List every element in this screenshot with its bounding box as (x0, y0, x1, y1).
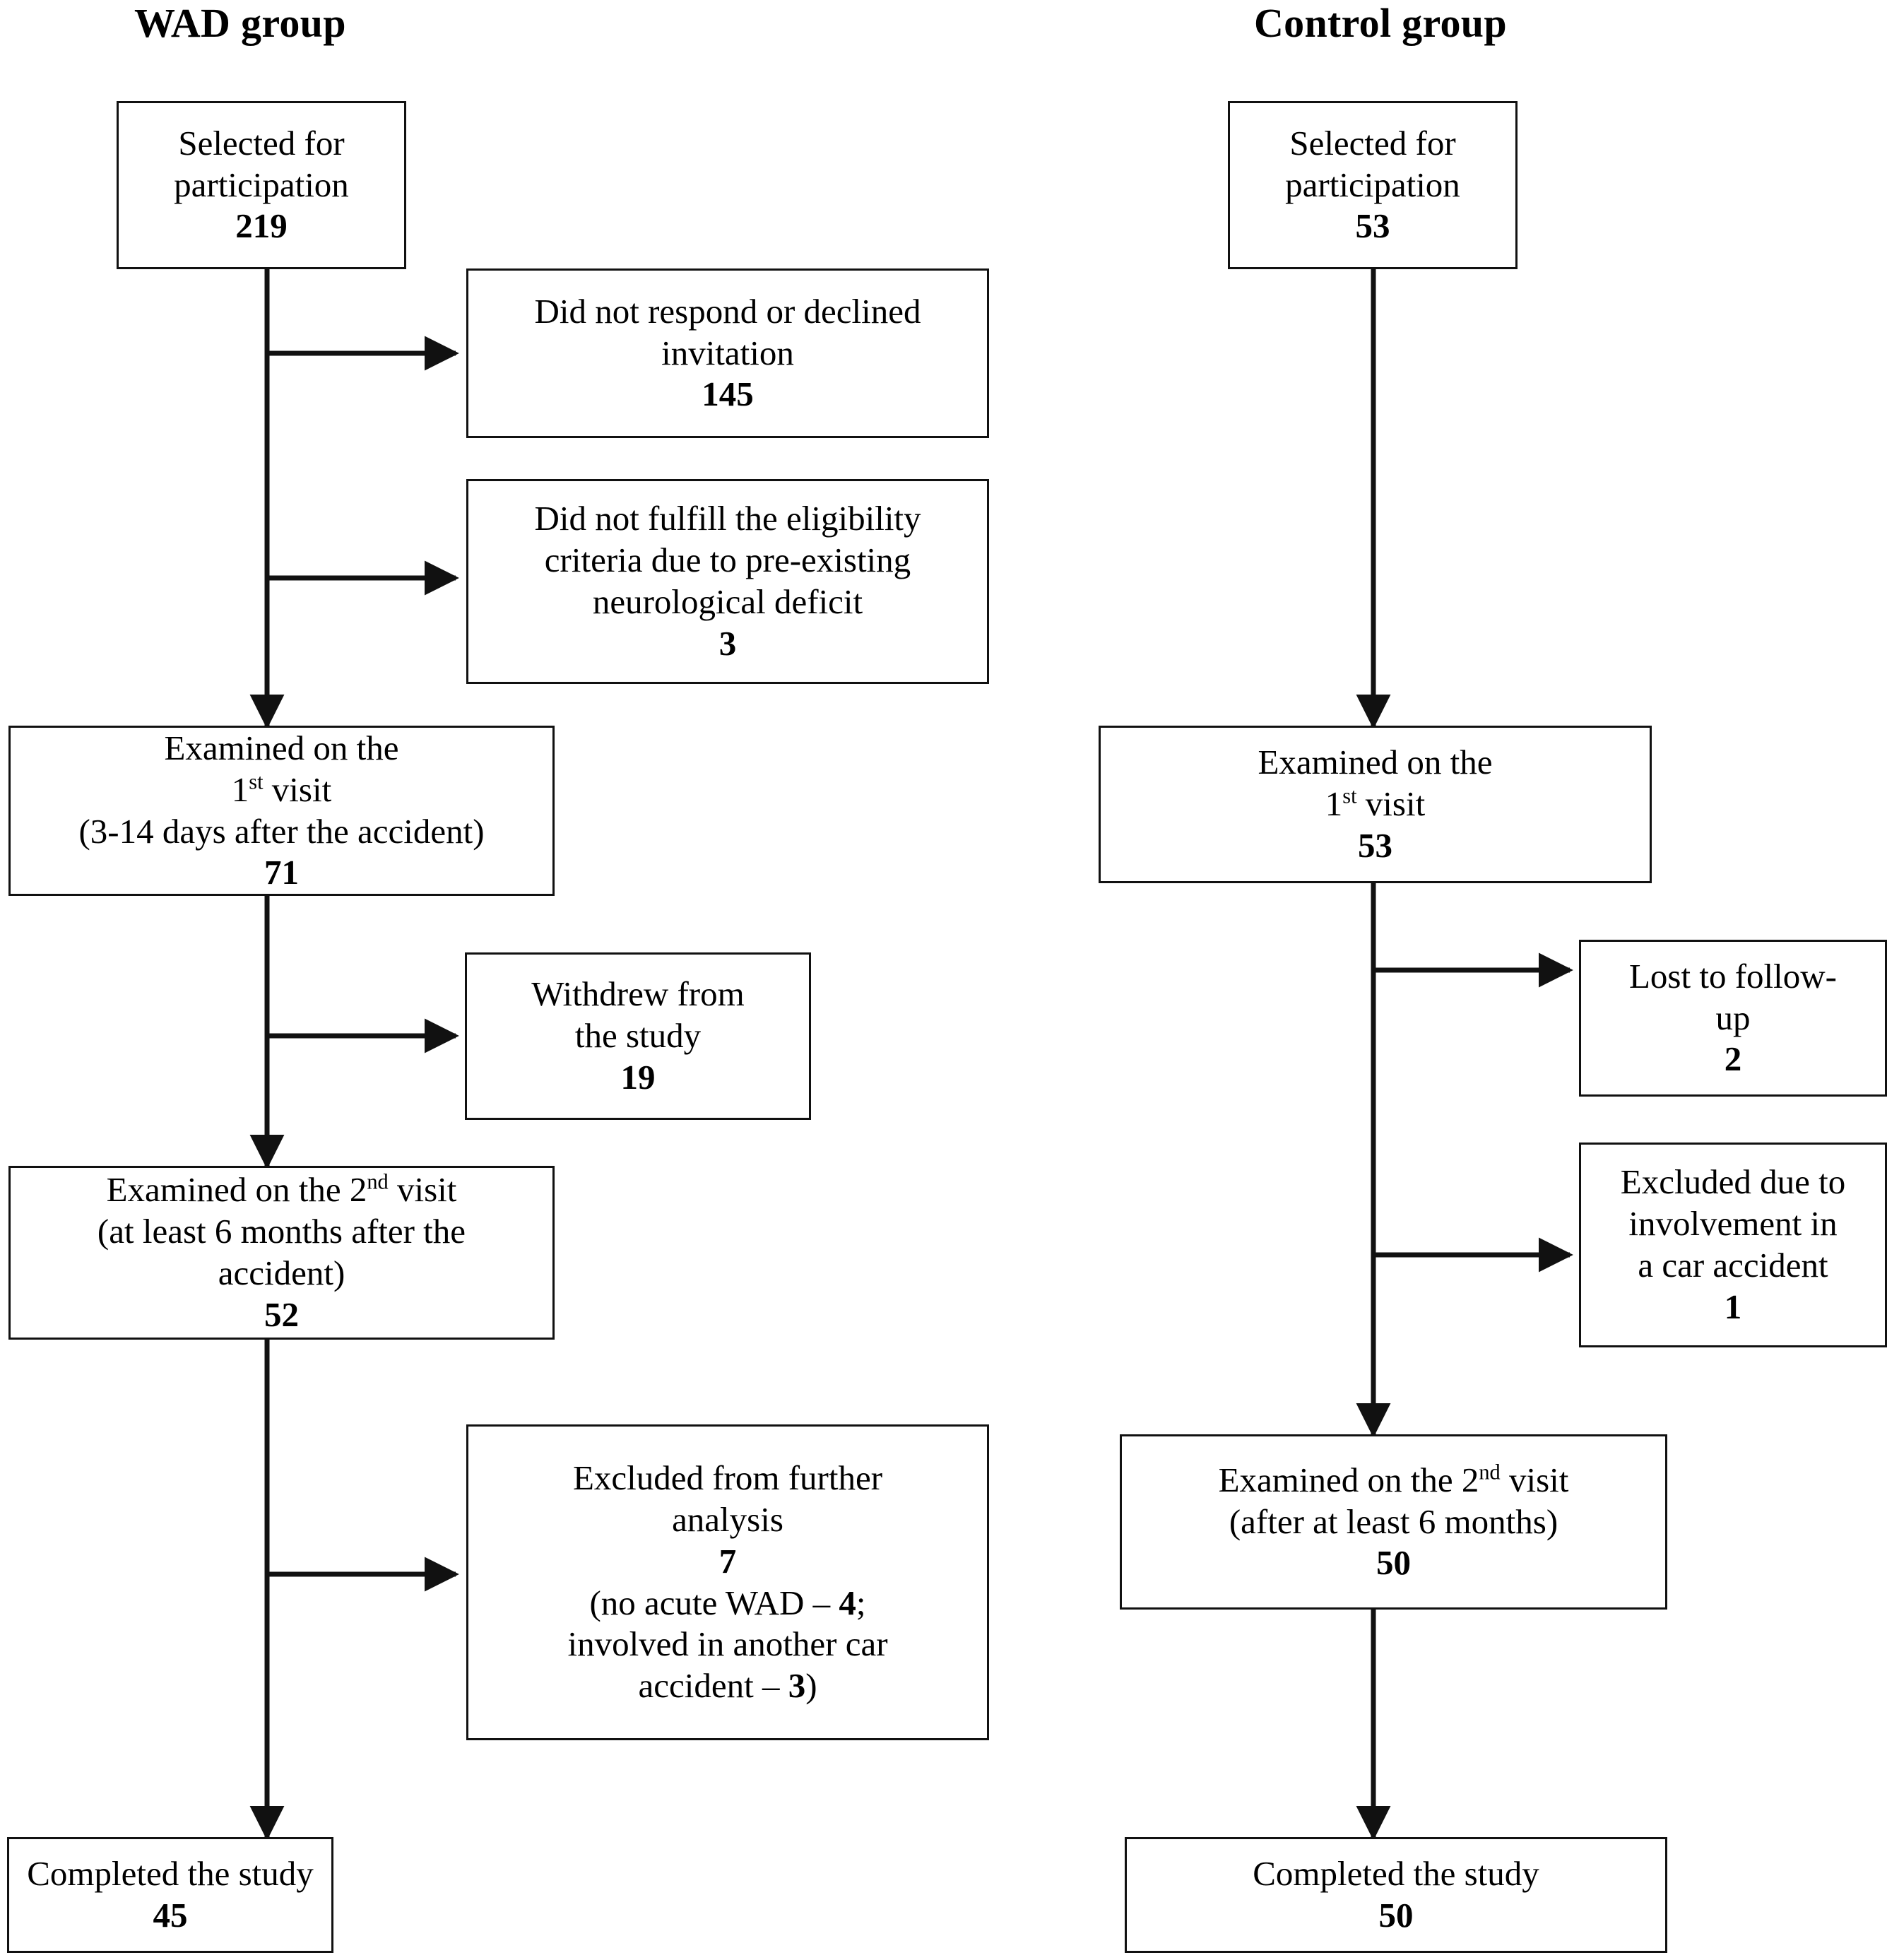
node-control-visit2-text: Examined on the 2nd visit (after at leas… (1122, 1460, 1665, 1584)
text-line: (after at least 6 months) (1229, 1501, 1558, 1541)
node-wad-visit1: Examined on the 1st visit (3-14 days aft… (8, 726, 555, 896)
node-control-selected-text: Selected for participation 53 (1230, 123, 1515, 247)
node-wad-selected-text: Selected for participation 219 (119, 123, 404, 247)
text-line-detail: accident – 3) (475, 1665, 980, 1707)
text-line: (at least 6 months after the (97, 1212, 466, 1251)
text-line: Did not fulfill the eligibility (534, 499, 921, 538)
text-line: Withdrew from (531, 974, 745, 1014)
text-line: involvement in (1628, 1204, 1838, 1244)
text-line: analysis (672, 1499, 783, 1539)
count-value: 50 (1376, 1543, 1411, 1583)
text-line-ordinal: 1st visit (18, 769, 545, 811)
node-wad-declined-text: Did not respond or declined invitation 1… (468, 291, 987, 415)
text-line-ordinal: 1st visit (1108, 784, 1643, 825)
detail-prefix: accident – (638, 1666, 788, 1706)
count-value: 71 (264, 853, 299, 892)
ordinal-suffix: st (1342, 784, 1357, 808)
text-line-ordinal: Examined on the 2nd visit (18, 1169, 545, 1211)
text-line: Selected for (178, 123, 345, 163)
text-line: invitation (661, 333, 794, 372)
node-control-lost-text: Lost to follow- up 2 (1581, 956, 1885, 1080)
text-line: Excluded due to (1620, 1162, 1846, 1202)
count-value: 50 (1378, 1896, 1414, 1935)
text-line: Examined on the (164, 728, 399, 767)
count-value: 145 (702, 374, 754, 414)
node-control-visit1: Examined on the 1st visit 53 (1099, 726, 1652, 883)
text-line-ordinal: Examined on the 2nd visit (1129, 1460, 1658, 1501)
node-wad-completed: Completed the study 45 (7, 1837, 333, 1953)
text-line: participation (1285, 165, 1460, 204)
count-value: 219 (235, 206, 288, 246)
count-value: 7 (718, 1541, 737, 1581)
count-value: 1 (1724, 1287, 1742, 1326)
text-line: Selected for (1289, 123, 1456, 163)
detail-prefix: (no acute WAD – (589, 1583, 839, 1622)
text-line: Did not respond or declined (534, 291, 921, 331)
node-wad-visit2: Examined on the 2nd visit (at least 6 mo… (8, 1166, 555, 1340)
text-line: neurological deficit (592, 582, 863, 621)
node-wad-ineligible-text: Did not fulfill the eligibility criteria… (468, 498, 987, 664)
node-wad-visit2-text: Examined on the 2nd visit (at least 6 mo… (11, 1169, 552, 1335)
text-line: participation (174, 165, 349, 204)
node-wad-completed-text: Completed the study 45 (9, 1853, 331, 1937)
text-line: a car accident (1638, 1246, 1828, 1285)
count-value: 52 (264, 1294, 299, 1334)
text-line: (3-14 days after the accident) (78, 811, 485, 851)
ordinal-suffix: nd (1479, 1460, 1501, 1484)
count-value: 53 (1355, 206, 1390, 246)
ordinal-tail: visit (388, 1170, 457, 1210)
text-line: the study (574, 1016, 702, 1056)
ordinal-tail: visit (1356, 784, 1426, 824)
node-wad-declined: Did not respond or declined invitation 1… (466, 268, 989, 438)
ordinal-number: Examined on the 2 (1218, 1460, 1479, 1499)
node-wad-ineligible: Did not fulfill the eligibility criteria… (466, 479, 989, 684)
ordinal-number: Examined on the 2 (106, 1170, 367, 1210)
node-control-visit2: Examined on the 2nd visit (after at leas… (1120, 1434, 1667, 1610)
text-line: Examined on the (1258, 743, 1493, 782)
node-control-selected: Selected for participation 53 (1228, 101, 1518, 269)
count-value: 45 (153, 1896, 188, 1935)
node-wad-withdrew: Withdrew from the study 19 (465, 952, 811, 1120)
node-control-completed: Completed the study 50 (1125, 1837, 1667, 1953)
node-wad-excluded: Excluded from further analysis 7 (no acu… (466, 1424, 989, 1740)
text-line: Lost to follow- (1629, 956, 1837, 996)
node-control-excluded: Excluded due to involvement in a car acc… (1579, 1143, 1887, 1347)
node-control-lost: Lost to follow- up 2 (1579, 940, 1887, 1097)
node-wad-selected: Selected for participation 219 (117, 101, 406, 269)
ordinal-suffix: st (249, 769, 264, 794)
count-value: 2 (1724, 1039, 1742, 1079)
ordinal-number: 1 (231, 769, 249, 809)
text-line: up (1715, 998, 1751, 1037)
text-line: accident) (218, 1253, 345, 1292)
count-value: 3 (718, 623, 737, 663)
detail-suffix: ) (805, 1666, 817, 1706)
node-control-completed-text: Completed the study 50 (1127, 1853, 1665, 1937)
ordinal-number: 1 (1325, 784, 1343, 824)
column-title-wad: WAD group (134, 0, 346, 46)
text-line: Excluded from further (572, 1458, 883, 1498)
ordinal-tail: visit (263, 769, 332, 809)
count-value: 53 (1358, 825, 1392, 865)
text-line: criteria due to pre-existing (544, 541, 911, 580)
text-line-detail: (no acute WAD – 4; (475, 1583, 980, 1624)
ordinal-suffix: nd (367, 1170, 389, 1195)
text-line: Completed the study (27, 1854, 314, 1894)
column-title-control: Control group (1254, 0, 1507, 46)
node-control-visit1-text: Examined on the 1st visit 53 (1101, 742, 1650, 866)
node-wad-withdrew-text: Withdrew from the study 19 (467, 974, 809, 1098)
ordinal-tail: visit (1500, 1460, 1569, 1499)
text-line: Completed the study (1253, 1854, 1539, 1894)
node-control-excluded-text: Excluded due to involvement in a car acc… (1581, 1162, 1885, 1328)
count-value: 19 (620, 1057, 656, 1097)
detail-count: 3 (788, 1666, 806, 1706)
detail-count: 4 (839, 1583, 856, 1622)
node-wad-visit1-text: Examined on the 1st visit (3-14 days aft… (11, 728, 552, 894)
node-wad-excluded-text: Excluded from further analysis 7 (no acu… (468, 1458, 987, 1707)
detail-suffix: ; (856, 1583, 866, 1622)
text-line: involved in another car (567, 1624, 888, 1664)
